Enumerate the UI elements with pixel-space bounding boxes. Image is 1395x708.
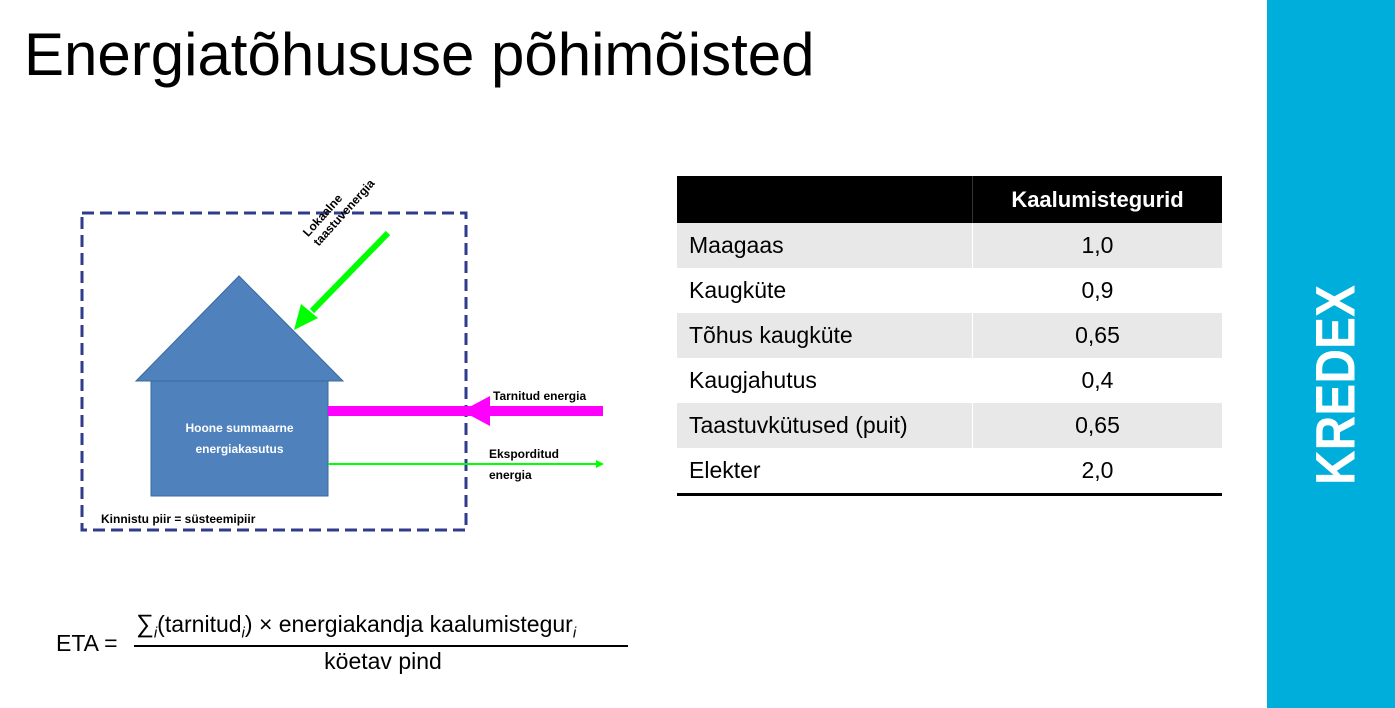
exported-energy-label: Eksporditud energia [489, 447, 560, 482]
house-body [150, 380, 329, 497]
table-row: Kaugküte 0,9 [677, 268, 1222, 313]
system-boundary [80, 211, 468, 532]
fuel-name: Kaugjahutus [677, 358, 973, 403]
energy-boundary-diagram [80, 211, 604, 532]
fuel-name: Tõhus kaugküte [677, 313, 973, 358]
weight-value: 1,0 [972, 223, 1222, 268]
weight-value: 0,65 [972, 403, 1222, 448]
weight-value: 0,65 [972, 313, 1222, 358]
fraction-bar [134, 645, 628, 647]
house-label: Hoone summaarne energiakasutus [185, 421, 294, 456]
weighting-factors-table: Kaalumistegurid Maagaas 1,0 Kaugküte 0,9… [677, 176, 1222, 496]
local-renewable-arrow-head [294, 304, 318, 330]
local-renewable-arrow-shaft [309, 230, 391, 314]
delivered-energy-label: Tarnitud energia [493, 389, 587, 403]
table-header-row: Kaalumistegurid [677, 176, 1222, 223]
page-title: Energiatõhususe põhimõisted [24, 21, 815, 88]
table-header-blank [677, 176, 973, 223]
formula-lhs: ETA = [56, 630, 118, 656]
kredex-logo: KREDEX [1305, 285, 1365, 485]
fuel-name: Kaugküte [677, 268, 973, 313]
svg-text:KREDEX: KREDEX [1305, 285, 1365, 485]
table-row: Elekter 2,0 [677, 448, 1222, 496]
table-row: Maagaas 1,0 [677, 223, 1222, 268]
table-row: Tõhus kaugküte 0,65 [677, 313, 1222, 358]
table-row: Taastuvkütused (puit) 0,65 [677, 403, 1222, 448]
weight-value: 0,9 [1081, 277, 1114, 303]
house-roof [134, 275, 345, 382]
weight-value: 2,0 [972, 448, 1222, 496]
table-header-weights: Kaalumistegurid [972, 176, 1222, 223]
fuel-name: Elekter [677, 448, 973, 496]
delivered-energy-arrow-head [462, 396, 490, 426]
table-row: Kaugjahutus 0,4 [677, 358, 1222, 403]
fuel-name: Maagaas [677, 223, 973, 268]
boundary-label: Kinnistu piir = süsteemipiir [101, 512, 256, 526]
brand-sidebar [1267, 0, 1395, 708]
formula-denominator: köetav pind [324, 648, 442, 674]
weight-value: 0,4 [1081, 367, 1114, 393]
fuel-name: Taastuvkütused (puit) [677, 403, 973, 448]
formula-numerator: ∑i(tarnitudi) × energiakandja kaalumiste… [136, 610, 577, 642]
